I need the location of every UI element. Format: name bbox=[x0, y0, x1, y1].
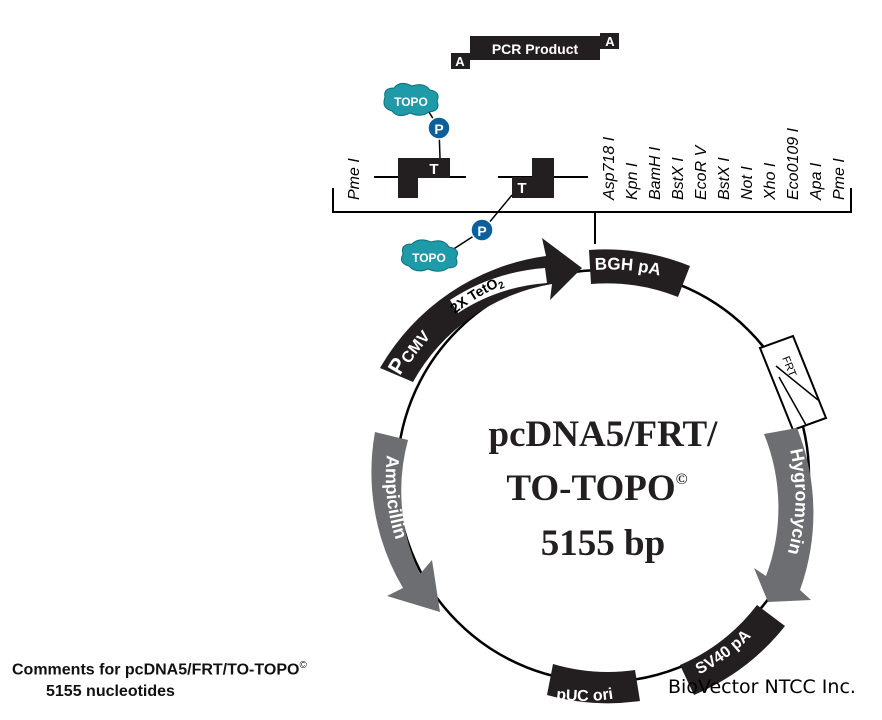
sv40-pa-block bbox=[680, 605, 785, 695]
pcr-overhang-left-box bbox=[451, 53, 470, 69]
mcs-site-1: Kpn I bbox=[624, 162, 641, 200]
topo-upper: TOPO P bbox=[383, 82, 451, 159]
comments-subtitle: 5155 nucleotides bbox=[46, 683, 175, 700]
teto2-box bbox=[450, 268, 547, 313]
mcs-site-3: BstX I bbox=[670, 157, 687, 200]
phosphate-label-lower: P bbox=[477, 223, 486, 239]
pcr-product: PCR Product A A bbox=[451, 33, 619, 69]
mcs-site-0: Asp718 I bbox=[601, 136, 618, 201]
thymidine-left: T bbox=[429, 161, 438, 178]
mcs-site-labels: Pme I Asp718 I Kpn I BamH I BstX I EcoR … bbox=[346, 127, 848, 201]
puc-ori-block bbox=[547, 664, 640, 704]
mcs-site-9: Apa I bbox=[808, 162, 825, 201]
topo-lower: TOPO P bbox=[401, 194, 513, 272]
topo-label-upper: TOPO bbox=[394, 95, 428, 109]
watermark: BioVector NTCC Inc. bbox=[668, 676, 856, 698]
pcr-product-bar bbox=[470, 36, 600, 60]
mcs-site-4: EcoR V bbox=[693, 144, 710, 200]
pcr-product-label: PCR Product bbox=[492, 41, 579, 57]
topo-label-lower: TOPO bbox=[412, 251, 446, 265]
comments-title-symbol: © bbox=[299, 660, 307, 671]
vector-left-end bbox=[398, 158, 418, 198]
pcr-overhang-right: A bbox=[605, 34, 615, 49]
mcs-site-8: Eco0109 I bbox=[785, 127, 802, 200]
topo-enzyme-lower bbox=[401, 239, 458, 272]
pcr-overhang-left: A bbox=[455, 54, 465, 69]
mcs-bracket bbox=[332, 188, 852, 244]
bgh-pa-block bbox=[589, 249, 690, 297]
mcs-site-2: BamH I bbox=[647, 146, 664, 200]
phosphate-upper bbox=[427, 116, 451, 140]
mcs-site-7: Xho I bbox=[762, 162, 779, 201]
puc-ori-label: pUC ori bbox=[555, 686, 614, 705]
pcr-overhang-right-box bbox=[600, 33, 619, 49]
frt-box bbox=[758, 334, 828, 432]
vector-ends: T T bbox=[374, 158, 588, 198]
thymidine-right: T bbox=[517, 180, 526, 197]
vector-right-end bbox=[532, 158, 554, 198]
plasmid-name-line1: pcDNA5/FRT/ bbox=[489, 414, 719, 455]
plasmid-name-line2: TO-TOPO© bbox=[506, 468, 687, 509]
frt-feature: FRT bbox=[758, 334, 828, 432]
mcs-site-5: BstX I bbox=[716, 157, 733, 200]
phosphate-lower bbox=[470, 218, 494, 242]
mcs-site-10: Pme I bbox=[831, 158, 848, 200]
pcmv-teto2-feature bbox=[380, 238, 582, 382]
mcs-site-pme-left: Pme I bbox=[346, 158, 363, 200]
topo-enzyme-upper bbox=[383, 82, 439, 117]
phosphate-label-upper: P bbox=[434, 121, 443, 137]
mcs-site-6: Not I bbox=[739, 166, 756, 200]
hygromycin-arrow bbox=[754, 428, 814, 602]
comments-title-text: Comments for pcDNA5/FRT/TO-TOPO bbox=[12, 661, 300, 679]
ampicillin-arrow bbox=[371, 432, 440, 612]
plasmid-size: 5155 bp bbox=[541, 523, 665, 564]
comments-title: Comments for pcDNA5/FRT/TO-TOPO© bbox=[12, 660, 307, 679]
